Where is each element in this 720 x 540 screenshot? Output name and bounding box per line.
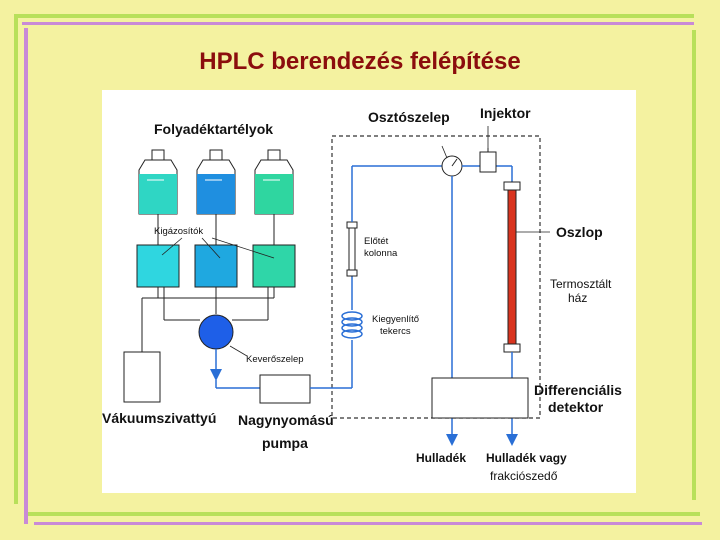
label-thermostat-1: Termosztált bbox=[550, 277, 612, 291]
label-mixing-valve: Keverőszelep bbox=[246, 354, 304, 365]
reservoir-bottle-3 bbox=[254, 149, 294, 215]
label-degassers: Kigázosítók bbox=[154, 226, 203, 237]
frame-bottom-line-inner bbox=[34, 522, 702, 525]
frame-right-line bbox=[692, 30, 696, 500]
frame-bottom-line bbox=[28, 512, 700, 516]
label-splitter: Osztószelep bbox=[368, 109, 450, 125]
frame-top-line-inner bbox=[22, 22, 694, 25]
reservoir-bottle-1 bbox=[138, 149, 178, 215]
label-coil-1: Kiegyenlítő bbox=[372, 314, 419, 325]
degasser-1 bbox=[136, 244, 180, 288]
label-waste: Hulladék bbox=[416, 451, 466, 465]
high-pressure-pump bbox=[259, 374, 311, 404]
label-hp-pump-2: pumpa bbox=[262, 435, 308, 451]
hplc-diagram: Folyadéktartélyok Osztószelep Injektor K… bbox=[102, 105, 622, 483]
label-coil-2: tekercs bbox=[380, 326, 411, 337]
frame-top-line bbox=[14, 14, 694, 18]
differential-detector bbox=[431, 377, 529, 419]
slide-title: HPLC berendezés felépítése bbox=[199, 48, 521, 75]
label-detector-2: detektor bbox=[548, 399, 604, 415]
reservoir-bottle-2 bbox=[196, 149, 236, 215]
precolumn bbox=[346, 221, 358, 277]
label-waste-or-collector-1: Hulladék vagy bbox=[486, 451, 567, 465]
diagram-panel: Folyadéktartélyok Osztószelep Injektor K… bbox=[102, 90, 636, 493]
vacuum-pump bbox=[123, 351, 161, 403]
label-precolumn-1: Előtét bbox=[364, 236, 389, 247]
label-waste-or-collector-2: frakciószedő bbox=[490, 469, 558, 483]
degasser-2 bbox=[194, 244, 238, 288]
injector bbox=[479, 151, 497, 173]
degasser-3 bbox=[252, 244, 296, 288]
label-detector-1: Differenciális bbox=[534, 382, 622, 398]
equalizing-coil bbox=[341, 311, 363, 339]
frame-left-line bbox=[14, 14, 18, 504]
label-reservoirs: Folyadéktartélyok bbox=[154, 121, 273, 137]
label-hp-pump-1: Nagynyomású bbox=[238, 412, 334, 428]
label-thermostat-2: ház bbox=[568, 291, 587, 305]
frame-left-line-inner bbox=[24, 28, 28, 524]
label-precolumn-2: kolonna bbox=[364, 248, 398, 259]
column bbox=[503, 181, 521, 353]
label-injector: Injektor bbox=[480, 105, 531, 121]
label-column: Oszlop bbox=[556, 224, 603, 240]
mixing-valve bbox=[198, 314, 234, 350]
label-vacuum-pump: Vákuumszivattyú bbox=[102, 410, 216, 426]
